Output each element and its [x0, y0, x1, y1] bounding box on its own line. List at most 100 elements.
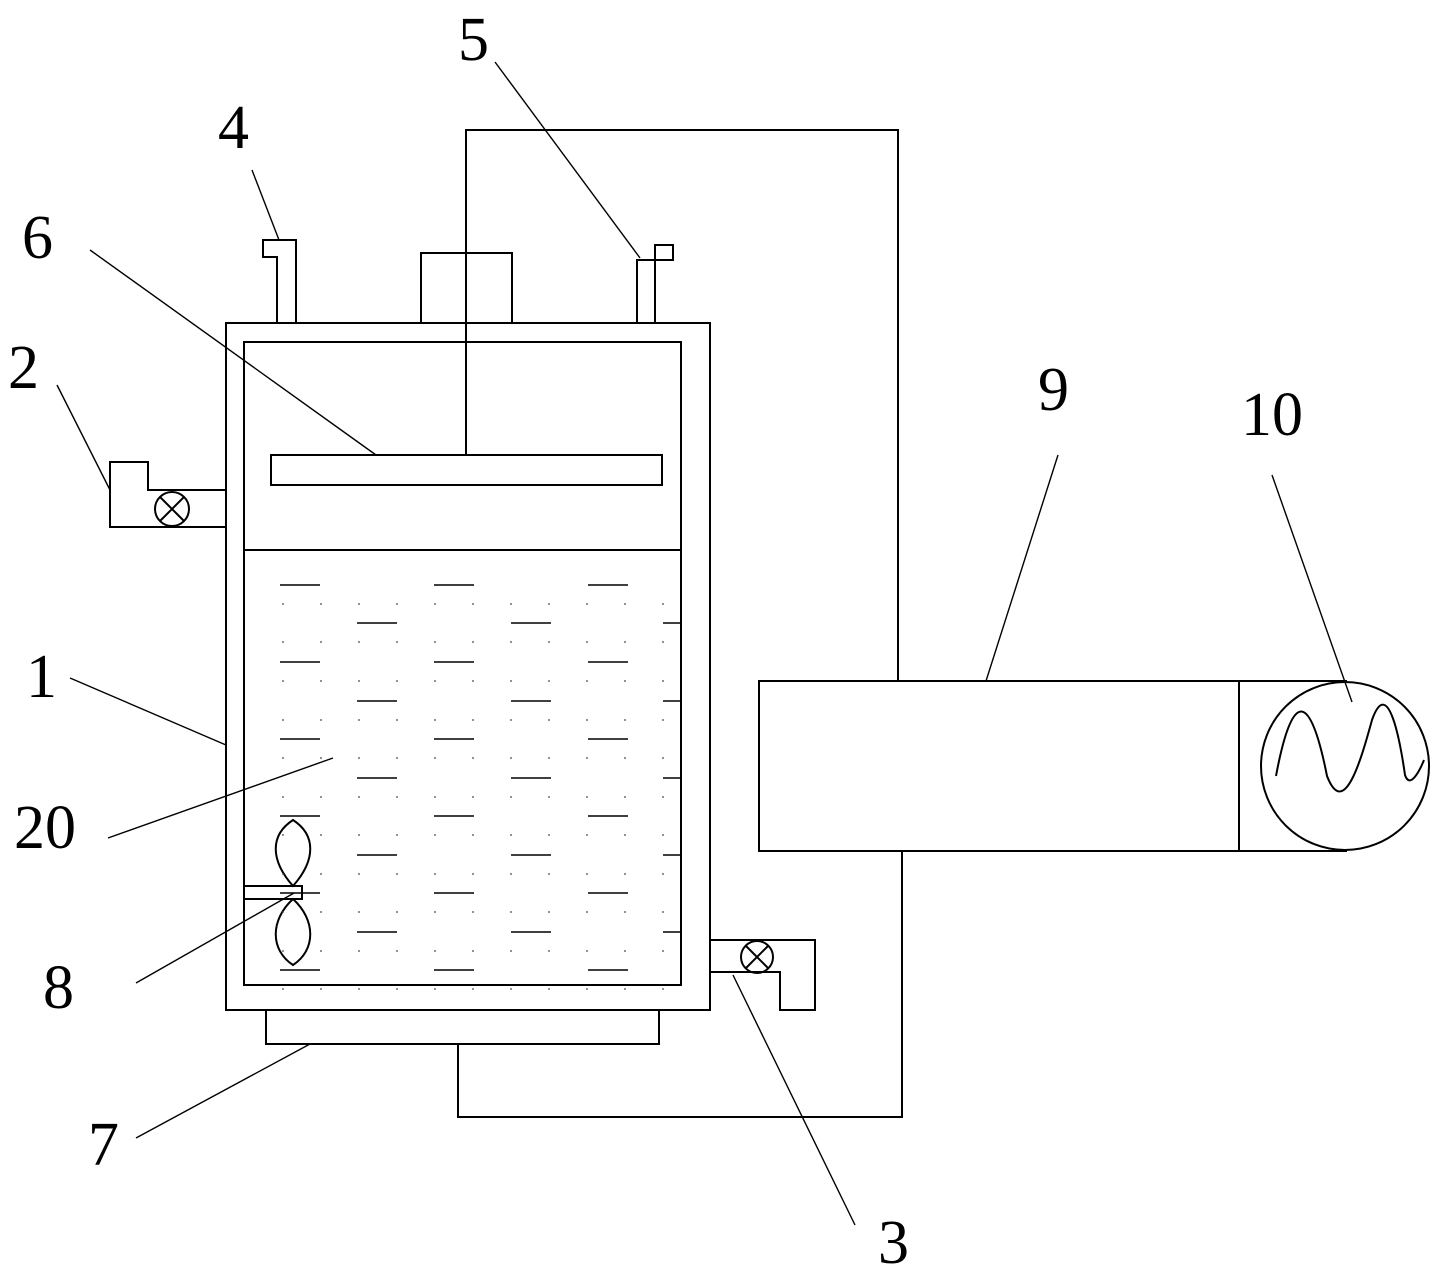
- liquid-dot: [662, 680, 664, 682]
- liquid-dot: [434, 719, 436, 721]
- liquid-dot: [434, 873, 436, 875]
- liquid-dot: [586, 988, 588, 990]
- power-supply-box: [758, 680, 1347, 852]
- liquid-dot: [624, 603, 626, 605]
- liquid-dot: [662, 641, 664, 643]
- liquid-dot: [434, 603, 436, 605]
- liquid-dot: [396, 757, 398, 759]
- liquid-dot: [472, 603, 474, 605]
- liquid-dot: [282, 719, 284, 721]
- liquid-dot: [548, 950, 550, 952]
- liquid-dot: [320, 988, 322, 990]
- label-5: 5: [458, 6, 489, 74]
- liquid-dot: [586, 719, 588, 721]
- liquid-texture: [280, 584, 680, 990]
- liquid-dot: [586, 950, 588, 952]
- outlet-pipe-right: [636, 244, 674, 323]
- liquid-dot: [548, 641, 550, 643]
- liquid-dot: [282, 641, 284, 643]
- leader-line-8: [135, 892, 295, 984]
- liquid-dot: [586, 757, 588, 759]
- inlet-valve-icon: [154, 491, 190, 527]
- liquid-dot: [510, 988, 512, 990]
- liquid-dot: [434, 911, 436, 913]
- liquid-dot: [548, 873, 550, 875]
- liquid-dot: [624, 757, 626, 759]
- label-8: 8: [43, 954, 74, 1022]
- liquid-dot: [320, 719, 322, 721]
- liquid-dot: [358, 950, 360, 952]
- liquid-dot: [472, 719, 474, 721]
- vessel-inner-chamber: [243, 341, 682, 986]
- liquid-dot: [586, 641, 588, 643]
- liquid-dot: [510, 834, 512, 836]
- liquid-dot: [472, 834, 474, 836]
- liquid-dot: [472, 911, 474, 913]
- liquid-dot: [510, 796, 512, 798]
- liquid-dot: [548, 603, 550, 605]
- leader-line-9: [985, 454, 1059, 682]
- liquid-dot: [434, 834, 436, 836]
- liquid-dot: [624, 719, 626, 721]
- liquid-dot: [358, 603, 360, 605]
- liquid-dot: [586, 911, 588, 913]
- liquid-dot: [662, 719, 664, 721]
- liquid-dot: [396, 719, 398, 721]
- leader-line-20: [107, 757, 334, 839]
- liquid-dot: [662, 603, 664, 605]
- liquid-dot: [510, 911, 512, 913]
- drain-pipe: [710, 939, 816, 1011]
- liquid-dot: [662, 988, 664, 990]
- liquid-dot: [358, 641, 360, 643]
- liquid-dot: [586, 834, 588, 836]
- liquid-dot: [662, 757, 664, 759]
- label-7: 7: [88, 1111, 119, 1179]
- liquid-dot: [548, 834, 550, 836]
- liquid-dot: [282, 834, 284, 836]
- inlet-pipe: [109, 461, 226, 528]
- liquid-dot: [396, 680, 398, 682]
- liquid-dot: [548, 757, 550, 759]
- liquid-dot: [472, 641, 474, 643]
- liquid-dot: [396, 603, 398, 605]
- liquid-dot: [358, 680, 360, 682]
- liquid-dot: [510, 641, 512, 643]
- label-6: 6: [22, 204, 53, 272]
- liquid-dot: [282, 680, 284, 682]
- liquid-dot: [320, 834, 322, 836]
- liquid-dot: [320, 911, 322, 913]
- liquid-dot: [624, 641, 626, 643]
- liquid-dot: [586, 603, 588, 605]
- liquid-dot: [320, 873, 322, 875]
- liquid-dot: [320, 950, 322, 952]
- liquid-dot: [662, 796, 664, 798]
- liquid-dot: [548, 680, 550, 682]
- liquid-dot: [472, 796, 474, 798]
- liquid-dot: [472, 680, 474, 682]
- liquid-dot: [510, 719, 512, 721]
- liquid-dot: [358, 796, 360, 798]
- label-4: 4: [218, 94, 249, 162]
- liquid-dot: [434, 796, 436, 798]
- leader-line-2: [56, 384, 111, 491]
- liquid-dot: [358, 873, 360, 875]
- liquid-dot: [586, 873, 588, 875]
- liquid-dot: [624, 680, 626, 682]
- liquid-dot: [320, 603, 322, 605]
- liquid-dot: [434, 680, 436, 682]
- liquid-dot: [282, 950, 284, 952]
- liquid-dot: [586, 796, 588, 798]
- leader-line-1: [69, 677, 227, 746]
- liquid-dot: [662, 911, 664, 913]
- liquid-dot: [358, 911, 360, 913]
- vessel-outer-wall: [225, 322, 711, 1011]
- liquid-dot: [510, 950, 512, 952]
- liquid-dot: [434, 641, 436, 643]
- liquid-dot: [472, 950, 474, 952]
- liquid-dot: [282, 988, 284, 990]
- liquid-dot: [662, 873, 664, 875]
- liquid-dot: [662, 950, 664, 952]
- leader-line-5: [494, 61, 641, 259]
- liquid-dot: [282, 873, 284, 875]
